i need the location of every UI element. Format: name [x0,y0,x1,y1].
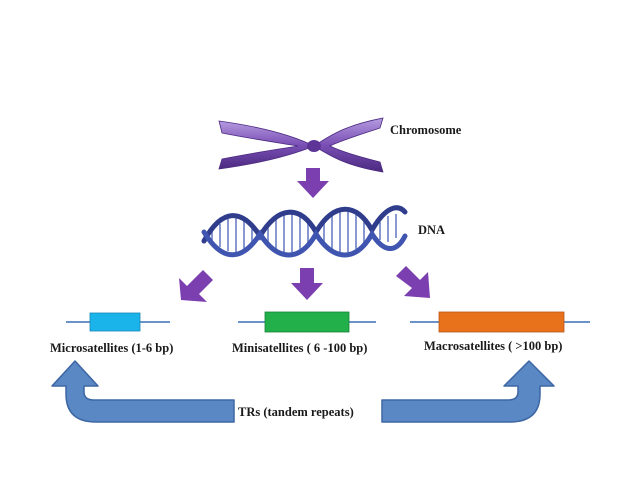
dna-label: DNA [418,223,446,237]
minisatellites-label: Minisatellites ( 6 -100 bp) [232,341,368,355]
microsatellites-label: Microsatellites (1-6 bp) [50,341,174,355]
chromosome-label: Chromosome [390,123,462,137]
arrow-chromosome-to-dna [297,168,329,198]
arrow-dna-to-mini [291,268,323,300]
microsatellite-marker [66,312,170,332]
arrow-dna-to-micro [179,270,213,302]
tandem-repeats-label: TRs (tandem repeats) [238,405,354,419]
dna-helix-image [201,205,408,258]
big-arrow-left [51,360,235,423]
chromosome-image [218,117,384,173]
minisatellite-marker [238,311,376,333]
macrosatellite-marker [410,311,590,333]
macrosatellites-label: Macrosatellites ( >100 bp) [424,339,563,353]
arrow-dna-to-macro [396,266,430,298]
big-arrow-right [381,360,555,423]
